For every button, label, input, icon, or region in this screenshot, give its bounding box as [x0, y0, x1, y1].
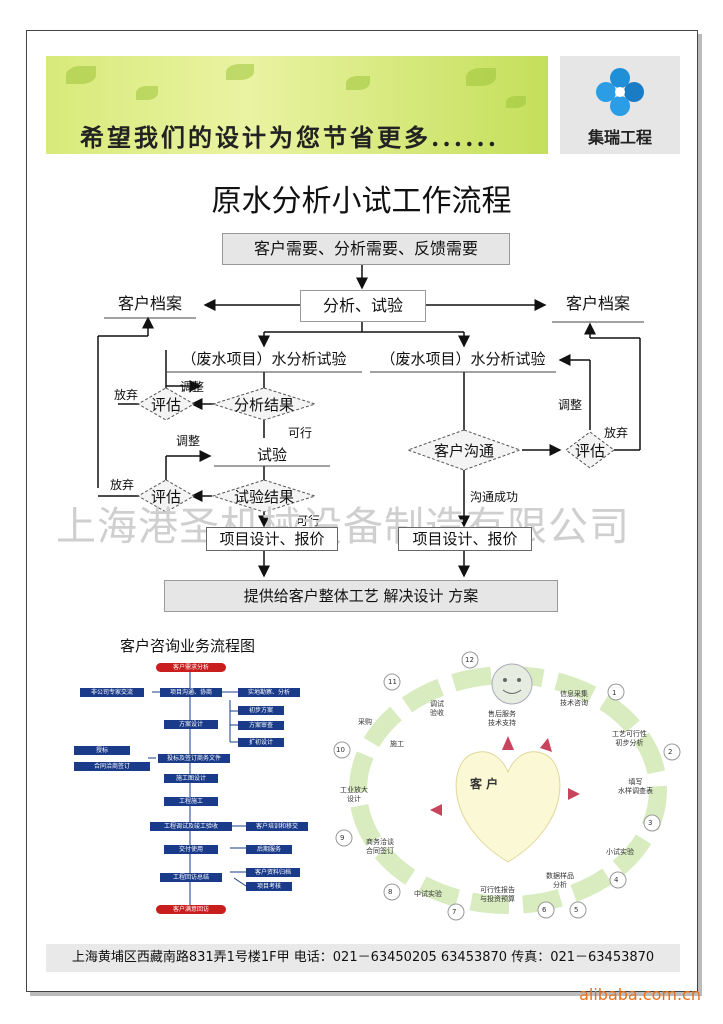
test-box: 试验 — [256, 446, 287, 464]
company-logo-icon — [596, 68, 644, 116]
consult-step-7: 工程调试及竣工验收 — [150, 822, 232, 831]
slogan: 希望我们的设计为您节省更多...... — [80, 123, 500, 152]
design-quote-left: 项目设计、报价 — [206, 527, 338, 551]
consult-step-1: 客户需求分析 — [156, 663, 226, 672]
abandon-label-1: 放弃 — [114, 388, 139, 402]
cycle-label-2: 工艺可行性 初步分析 — [612, 730, 647, 747]
cycle-label-12: 调试 验收 — [430, 700, 444, 717]
page-title: 原水分析小试工作流程 — [211, 184, 512, 219]
evaluate-diamond-1: 评估 — [150, 396, 181, 414]
site-watermark: alibaba.com.cn — [579, 985, 701, 1004]
consult-step-10: 客户满意回访 — [156, 905, 226, 914]
feasible-label-2: 可行 — [296, 514, 321, 528]
consult-title: 客户咨询业务流程图 — [120, 637, 256, 655]
archive-left: 客户档案 — [117, 294, 182, 313]
cycle-num-10: 10 — [336, 746, 345, 754]
top-needs-box: 客户需要、分析需要、反馈需要 — [222, 233, 510, 265]
cycle-label-4: 小试实验 — [606, 848, 634, 856]
company-name: 集瑞工程 — [587, 128, 652, 147]
header-banner — [46, 56, 548, 154]
consult-right-3: 方案审查 — [238, 721, 284, 730]
consult-right-7: 客户资料归档 — [246, 868, 300, 877]
cycle-label-6: 可行性报告 与投资预算 — [480, 886, 515, 903]
adjust-label-2: 调整 — [176, 434, 201, 448]
flowchart-connectors — [97, 265, 644, 578]
consult-connectors — [148, 670, 247, 912]
consult-left-3: 合同洽商签订 — [74, 762, 150, 771]
final-solution-box: 提供给客户整体工艺 解决设计 方案 — [164, 580, 558, 612]
consult-step-6: 工程施工 — [164, 797, 218, 806]
cycle-num-5: 5 — [574, 906, 579, 914]
analysis-result-diamond: 分析结果 — [233, 396, 294, 414]
cycle-num-11: 11 — [388, 678, 397, 686]
consult-step-3: 方案设计 — [164, 720, 218, 729]
cycle-num-3: 3 — [648, 819, 653, 827]
cycle-num-8: 8 — [388, 888, 393, 896]
cycle-num-2: 2 — [668, 748, 673, 756]
consult-right-2: 初步方案 — [238, 706, 284, 715]
consult-step-5: 施工图设计 — [164, 774, 218, 783]
watermark: 上海港圣机械设备制造有限公司 — [56, 504, 630, 550]
consult-step-8: 交付使用 — [164, 845, 218, 854]
abandon-label-right: 放弃 — [604, 426, 629, 440]
consult-step-2: 项目沟通、协商 — [160, 688, 222, 697]
consult-right-6: 后期服务 — [246, 845, 292, 854]
cycle-num-7: 7 — [452, 908, 457, 916]
cycle-label-13: 售后服务 技术支持 — [488, 710, 516, 727]
consult-right-8: 项目考核 — [246, 882, 292, 891]
consult-step-4: 投标及签订商务文件 — [158, 754, 230, 763]
success-label: 沟通成功 — [470, 490, 519, 504]
evaluate-diamond-2: 评估 — [150, 488, 181, 506]
cycle-label-5: 数据样品 分析 — [546, 872, 574, 889]
design-quote-right: 项目设计、报价 — [398, 527, 532, 551]
test-result-diamond: 试验结果 — [233, 488, 294, 506]
communicate-diamond: 客户沟通 — [433, 442, 494, 460]
analysis-box: 分析、试验 — [300, 290, 426, 322]
cycle-label-11: 施工 — [390, 740, 404, 748]
cycle-num-9: 9 — [340, 834, 345, 842]
cycle-num-4: 4 — [614, 876, 619, 884]
consult-right-4: 扩初设计 — [238, 738, 284, 747]
cycle-num-12: 12 — [465, 656, 474, 664]
footer-contact: 上海黄埔区西藏南路831弄1号楼1F甲 电话：021－63450205 6345… — [46, 944, 680, 972]
service-cycle — [333, 651, 681, 921]
cycle-label-1: 信息采集 技术咨询 — [560, 690, 588, 707]
left-branch-label: （废水项目）水分析试验 — [181, 350, 347, 368]
consult-right-1: 实地勘察、分析 — [238, 688, 300, 697]
consult-left-2: 授标 — [74, 746, 130, 755]
consult-left-1: 非公司专家交流 — [80, 688, 144, 697]
cycle-num-6: 6 — [542, 906, 547, 914]
feasible-label-1: 可行 — [288, 426, 313, 440]
adjust-label-1: 调整 — [180, 380, 205, 394]
cycle-label-8: 商务洽谈 合同签订 — [366, 838, 394, 855]
archive-right: 客户档案 — [565, 294, 630, 313]
evaluate-diamond-right: 评估 — [574, 442, 605, 460]
cycle-center: 客 户 — [470, 777, 499, 791]
right-branch-label: （废水项目）水分析试验 — [380, 350, 546, 368]
consult-step-9: 工程回访总结 — [160, 873, 222, 882]
adjust-label-right: 调整 — [558, 398, 583, 412]
cycle-num-1: 1 — [612, 689, 617, 697]
cycle-label-7: 中试实验 — [414, 890, 442, 898]
consult-right-5: 客户培训和移交 — [246, 822, 308, 831]
cycle-label-3: 填写 水样调查表 — [618, 778, 653, 795]
abandon-label-2: 放弃 — [110, 478, 135, 492]
cycle-label-10: 采购 — [358, 718, 372, 726]
cycle-label-9: 工业放大 设计 — [340, 786, 368, 803]
